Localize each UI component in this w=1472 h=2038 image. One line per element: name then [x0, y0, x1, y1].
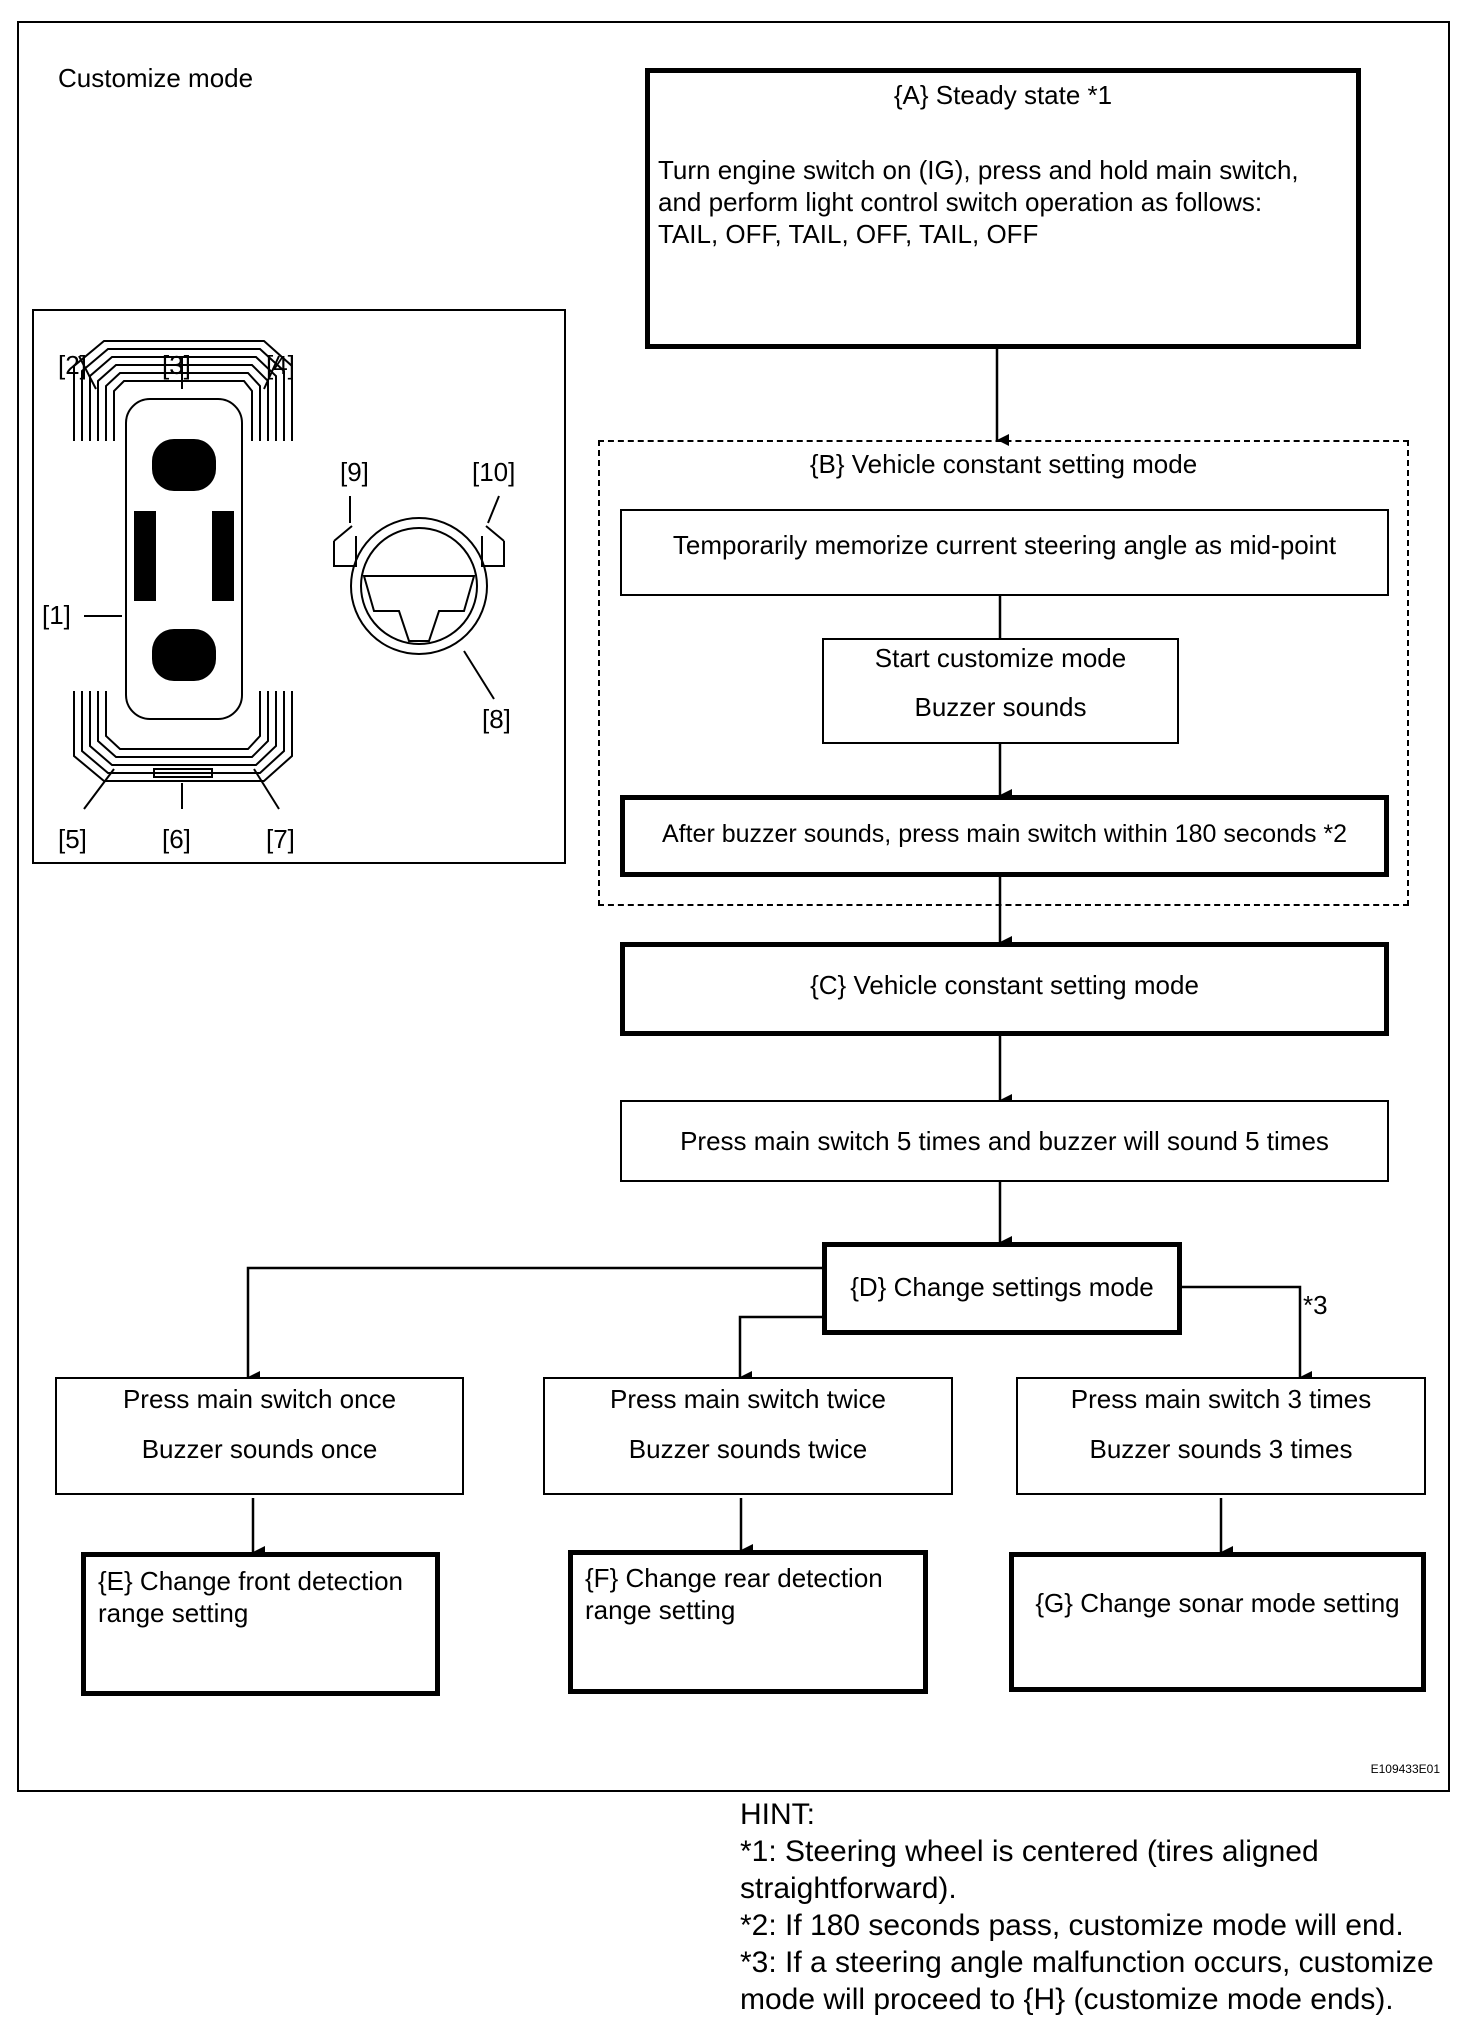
- box-press-twice: Press main switch twice Buzzer sounds tw…: [543, 1377, 953, 1495]
- box-press-once-line-1: Press main switch once: [122, 1384, 397, 1414]
- box-press-three-line-1: Press main switch 3 times: [1070, 1384, 1372, 1414]
- box-press-twice-line-1: Press main switch twice: [610, 1384, 886, 1414]
- box-e-front-detection: {E} Change front detection range setting: [81, 1552, 440, 1696]
- figure-label-3: [3]: [162, 350, 191, 380]
- box-press-three-line-2: Buzzer sounds 3 times: [1089, 1434, 1353, 1464]
- figure-label-2: [2]: [58, 350, 87, 380]
- box-b-step3-text: After buzzer sounds, press main switch w…: [661, 820, 1348, 848]
- box-a-line-2: and perform light control switch operati…: [658, 187, 1263, 217]
- arrow-d-to-once: [246, 1266, 822, 1383]
- box-f-line-2: range setting: [585, 1595, 736, 1625]
- box-press-three: Press main switch 3 times Buzzer sounds …: [1016, 1377, 1426, 1495]
- hint-heading: HINT:: [740, 1798, 815, 1831]
- hint-section: HINT: *1: Steering wheel is centered (ti…: [740, 1796, 1434, 2018]
- box-a-steady-state: {A} Steady state *1 Turn engine switch o…: [645, 68, 1361, 349]
- figure-label-5: [5]: [58, 824, 87, 854]
- box-c-vehicle-constant: {C} Vehicle constant setting mode: [620, 942, 1389, 1036]
- hint-line-1: *1: Steering wheel is centered (tires al…: [740, 1835, 1319, 1868]
- figure-label-4: [4]: [266, 350, 295, 380]
- box-a-line-3: TAIL, OFF, TAIL, OFF, TAIL, OFF: [658, 219, 1039, 249]
- box-b-group: {B} Vehicle constant setting mode: [598, 440, 1409, 906]
- figure-label-6: [6]: [162, 824, 191, 854]
- vehicle-illustration: [73, 340, 505, 810]
- diagram-title: Customize mode: [58, 63, 254, 93]
- box-press-once-line-2: Buzzer sounds once: [141, 1434, 378, 1464]
- note-3-label: *3: [1303, 1290, 1328, 1320]
- box-press-five: Press main switch 5 times and buzzer wil…: [620, 1100, 1389, 1182]
- box-d-title: {D} Change settings mode: [850, 1272, 1154, 1302]
- box-b-step1-text: Temporarily memorize current steering an…: [672, 530, 1337, 560]
- box-b-step-press: After buzzer sounds, press main switch w…: [620, 795, 1389, 877]
- box-f-line-1: {F} Change rear detection: [585, 1563, 883, 1593]
- figure-label-7: [7]: [266, 824, 295, 854]
- box-e-line-2: range setting: [98, 1598, 249, 1628]
- figure-label-8: [8]: [482, 704, 511, 734]
- box-b-title: {B} Vehicle constant setting mode: [809, 449, 1198, 479]
- hint-line-2: straightforward).: [740, 1872, 957, 1905]
- box-b-step-memorize: Temporarily memorize current steering an…: [620, 509, 1389, 596]
- box-g-sonar-mode: {G} Change sonar mode setting: [1009, 1552, 1426, 1692]
- box-d-change-settings: {D} Change settings mode: [822, 1242, 1182, 1335]
- hint-line-3: *2: If 180 seconds pass, customize mode …: [740, 1909, 1404, 1942]
- box-b-step2-line-2: Buzzer sounds: [914, 692, 1087, 722]
- box-a-line-1: Turn engine switch on (IG), press and ho…: [658, 155, 1299, 185]
- box-e-line-1: {E} Change front detection: [98, 1566, 404, 1596]
- figure-code: E109433E01: [1370, 1762, 1440, 1776]
- box-c-title: {C} Vehicle constant setting mode: [810, 970, 1199, 1000]
- diagram-frame: [17, 21, 1450, 1792]
- box-a-title: {A} Steady state *1: [893, 80, 1113, 110]
- vehicle-figure: [2] [3] [4] [1] [5] [6] [7] [9] [10] [8]: [32, 309, 566, 864]
- box-b-step-start: Start customize mode Buzzer sounds: [822, 638, 1179, 744]
- box-f-rear-detection: {F} Change rear detection range setting: [568, 1550, 928, 1694]
- hint-line-5: mode will proceed to {H} (customize mode…: [740, 1983, 1394, 2016]
- box-press-once: Press main switch once Buzzer sounds onc…: [55, 1377, 464, 1495]
- figure-label-9: [9]: [340, 457, 369, 487]
- box-b-step2-line-1: Start customize mode: [874, 643, 1127, 673]
- figure-label-10: [10]: [472, 457, 516, 487]
- box-g-line-1: {G} Change sonar mode setting: [1035, 1588, 1400, 1618]
- box-press-twice-line-2: Buzzer sounds twice: [628, 1434, 868, 1464]
- hint-line-4: *3: If a steering angle malfunction occu…: [740, 1946, 1434, 1979]
- arrow-d-to-twice: [738, 1315, 822, 1383]
- box-press-five-text: Press main switch 5 times and buzzer wil…: [680, 1126, 1329, 1156]
- figure-label-1: [1]: [42, 600, 71, 630]
- arrow-d-to-three: [1182, 1285, 1312, 1383]
